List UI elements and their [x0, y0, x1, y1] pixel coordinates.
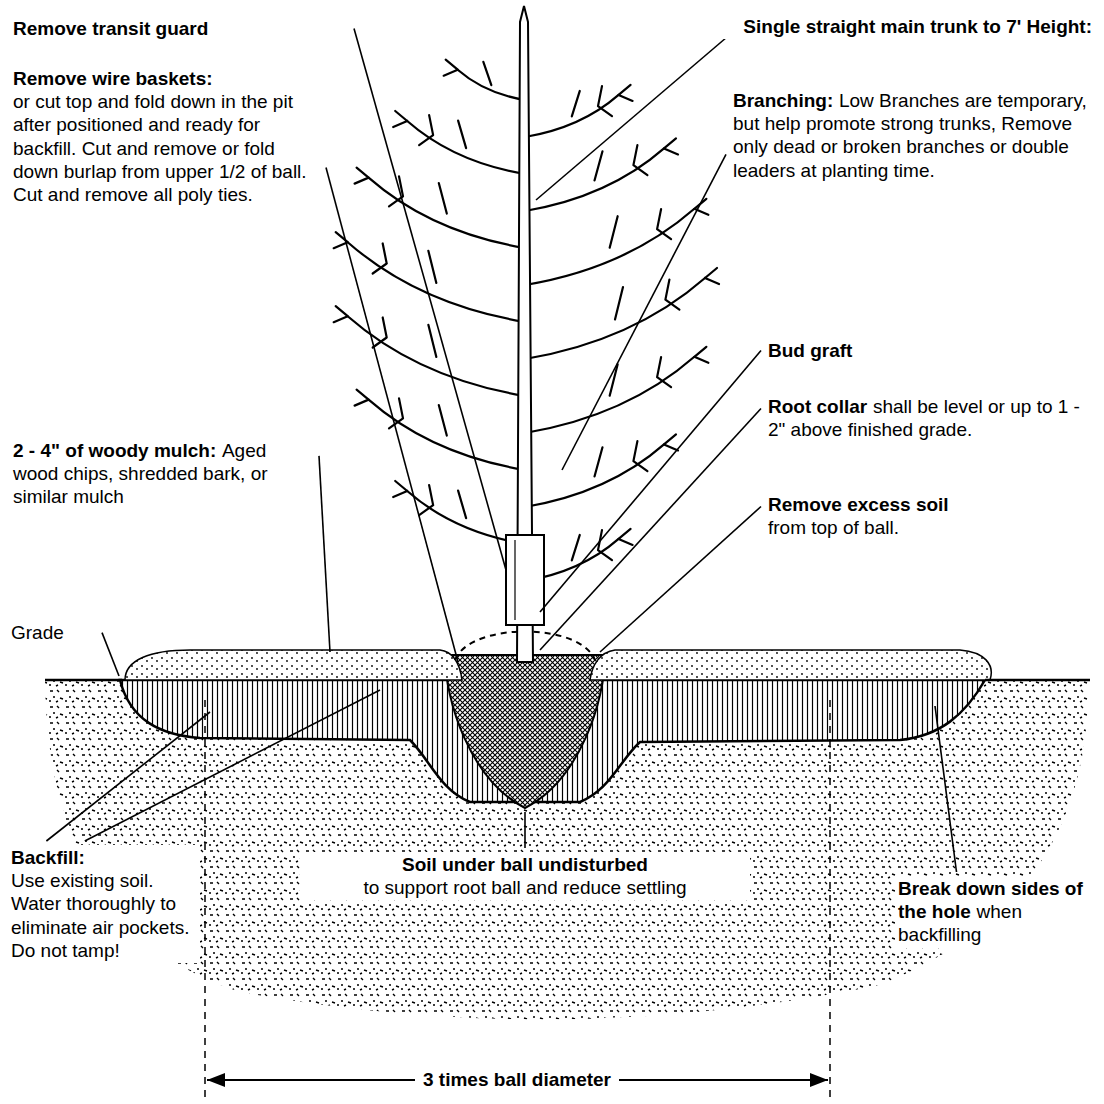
- branch: [369, 400, 525, 470]
- callout-label: Remove excess soilfrom top of ball.: [765, 492, 1100, 540]
- branch: [393, 111, 407, 127]
- branch: [633, 145, 647, 175]
- branch: [665, 280, 679, 310]
- branch: [439, 405, 447, 436]
- callout-heading: Soil under ball undisturbed: [303, 853, 747, 876]
- branch: [334, 306, 348, 322]
- branch: [598, 86, 612, 116]
- callout-heading: Bud graft: [768, 340, 852, 361]
- callout-heading: Remove excess soil: [768, 493, 1097, 516]
- transit-guard: [506, 535, 544, 625]
- callout-label: 3 times ball diameter: [415, 1067, 619, 1092]
- dimension-extension: [205, 700, 830, 1100]
- callout-text: Use existing soil. Water thoroughly to e…: [11, 870, 189, 961]
- callout-text: or cut top and fold down in the pit afte…: [13, 91, 307, 205]
- branch: [525, 357, 694, 433]
- branch: [610, 216, 618, 248]
- leader-line: [354, 29, 506, 570]
- callout-heading: 2 - 4" of woody mulch:: [13, 440, 216, 461]
- leader-line: [102, 633, 119, 676]
- branch: [407, 121, 525, 174]
- callout-heading: Branching:: [733, 90, 833, 111]
- branch: [355, 390, 369, 406]
- branch: [664, 138, 678, 154]
- callout-label: Remove wire baskets:or cut top and fold …: [10, 66, 322, 207]
- branch: [428, 325, 436, 357]
- leader-line: [540, 409, 761, 650]
- leader-line: [319, 456, 330, 652]
- callout-heading: Root collar: [768, 396, 867, 417]
- branch: [594, 151, 602, 180]
- branch: [428, 251, 436, 283]
- transit-guard-seam: [514, 540, 515, 620]
- branch: [373, 243, 387, 273]
- callout-label: Break down sides of the holewhen backfil…: [895, 876, 1100, 948]
- branch: [525, 148, 664, 211]
- branch: [594, 447, 602, 476]
- leader-line: [600, 507, 761, 652]
- branch: [657, 209, 671, 239]
- branch: [348, 316, 525, 396]
- branch: [657, 357, 671, 387]
- callout-label: Root collarshall be level or up to 1 - 2…: [765, 394, 1100, 442]
- branch: [419, 115, 433, 145]
- branch: [458, 491, 466, 518]
- branch: [694, 347, 708, 363]
- branch: [348, 242, 525, 322]
- callout-text: Grade: [11, 622, 64, 643]
- leader-line: [935, 706, 957, 872]
- callout-text: from top of ball.: [768, 517, 899, 538]
- branch: [439, 183, 447, 214]
- branch: [483, 62, 491, 85]
- callout-heading: Remove transit guard: [13, 18, 208, 39]
- leader-line: [562, 154, 726, 470]
- leader-line: [540, 351, 761, 612]
- mulch-left: [125, 650, 462, 680]
- callout-heading: Single straight main trunk to 7' Height:: [743, 16, 1092, 37]
- branch: [525, 278, 705, 359]
- leader-line: [46, 712, 210, 841]
- callout-text: to support root ball and reduce settling: [363, 877, 686, 898]
- callout-label: Soil under ball undisturbedto support ro…: [300, 852, 750, 900]
- branch: [355, 168, 369, 184]
- branch: [619, 85, 633, 101]
- branch: [619, 529, 633, 545]
- callout-label: Bud graft: [765, 338, 1065, 363]
- callout-label: 2 - 4" of woody mulch:Aged wood chips, s…: [10, 438, 315, 510]
- root-ball: [445, 655, 605, 808]
- branch: [444, 60, 458, 76]
- leader-line: [85, 690, 380, 841]
- branch: [373, 317, 387, 347]
- branch: [525, 209, 694, 285]
- branch: [393, 481, 407, 497]
- branch: [369, 178, 525, 248]
- branch: [458, 121, 466, 148]
- branch: [633, 441, 647, 471]
- leader-line: [326, 168, 458, 662]
- mulch-right: [590, 650, 991, 680]
- callout-label: Single straight main trunk to 7' Height:: [590, 14, 1095, 39]
- branch: [705, 268, 719, 284]
- leader-line: [524, 812, 526, 848]
- callout-label: Branching:Low Branches are temporary, bu…: [730, 88, 1098, 183]
- branch: [572, 535, 580, 560]
- callout-heading: Remove wire baskets:: [13, 67, 319, 90]
- branch: [572, 91, 580, 116]
- callout-heading: 3 times ball diameter: [423, 1069, 611, 1090]
- callout-label: Grade: [8, 620, 98, 645]
- branch: [525, 444, 664, 507]
- callout-label: Backfill:Use existing soil. Water thorou…: [8, 845, 200, 963]
- branch: [615, 287, 623, 319]
- grade-line: [45, 679, 1090, 682]
- branch: [664, 434, 678, 450]
- callout-label: Remove transit guard: [10, 16, 350, 41]
- callout-heading: Backfill:: [11, 846, 197, 869]
- branch: [419, 485, 433, 515]
- leader-line: [536, 27, 739, 201]
